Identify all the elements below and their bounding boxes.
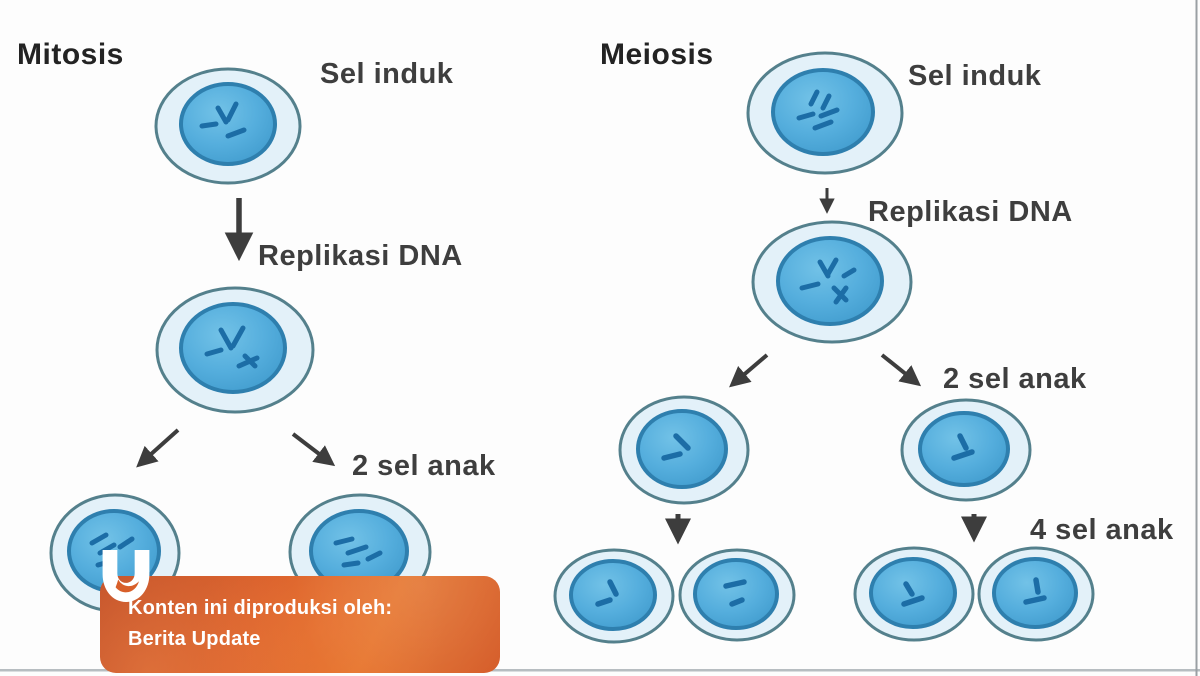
mitosis-division-arrow-left <box>136 428 180 468</box>
chromosomes <box>595 579 619 607</box>
meiosis-title: Meiosis <box>600 38 714 71</box>
mitosis-parent-cell <box>154 67 302 185</box>
meiosis-parent-cell <box>746 51 904 175</box>
mitosis-replicated-cell <box>155 286 315 414</box>
mitosis-parent-cell-label: Sel induk <box>320 58 454 90</box>
meiosis-parent-cell-label: Sel induk <box>908 60 1042 92</box>
image-right-border <box>1195 0 1198 676</box>
meiosis-division1-arrow-right <box>880 353 922 387</box>
chromosomes <box>661 433 691 461</box>
attribution-prefix: Konten ini diproduksi oleh: <box>128 597 393 619</box>
meiosis-branch <box>553 51 1095 644</box>
chromosomes <box>951 433 975 461</box>
chromosomes <box>199 101 247 139</box>
meiosis-replication-label: Replikasi DNA <box>868 196 1073 228</box>
meiosis-division2-label: 4 sel anak <box>1030 514 1174 546</box>
attribution-source: Berita Update <box>128 628 261 650</box>
mitosis-daughter-label: 2 sel anak <box>352 450 496 482</box>
mitosis-replication-label: Replikasi DNA <box>258 240 463 272</box>
kumparan-u-logo <box>102 550 150 602</box>
chromosomes <box>1023 577 1047 605</box>
chromosomes <box>204 325 260 369</box>
meiosis-division1-label: 2 sel anak <box>943 363 1087 395</box>
meiosis-intermediate-cell-left <box>618 395 750 505</box>
meiosis-final-cell-1 <box>553 548 675 644</box>
meiosis-final-cell-4 <box>977 546 1095 642</box>
attribution-text: Konten ini diproduksi oleh: Berita Updat… <box>128 593 392 655</box>
image-bottom-border <box>0 669 1200 672</box>
mitosis-branch <box>49 67 432 613</box>
chromosomes <box>901 581 925 607</box>
mitosis-division-arrow-right <box>291 432 336 467</box>
meiosis-division1-arrow-left <box>729 353 769 388</box>
meiosis-intermediate-cell-right <box>900 398 1032 502</box>
meiosis-final-cell-3 <box>853 546 975 642</box>
chromosomes <box>723 579 747 607</box>
chromosomes <box>799 257 857 305</box>
meiosis-final-cell-2 <box>678 548 796 642</box>
mitosis-title: Mitosis <box>17 38 124 71</box>
chromosomes <box>89 532 135 568</box>
chromosomes <box>333 536 383 568</box>
attribution-banner: Konten ini diproduksi oleh: Berita Updat… <box>100 550 500 673</box>
meiosis-replicated-cell <box>751 220 913 344</box>
chromosomes <box>796 89 840 131</box>
